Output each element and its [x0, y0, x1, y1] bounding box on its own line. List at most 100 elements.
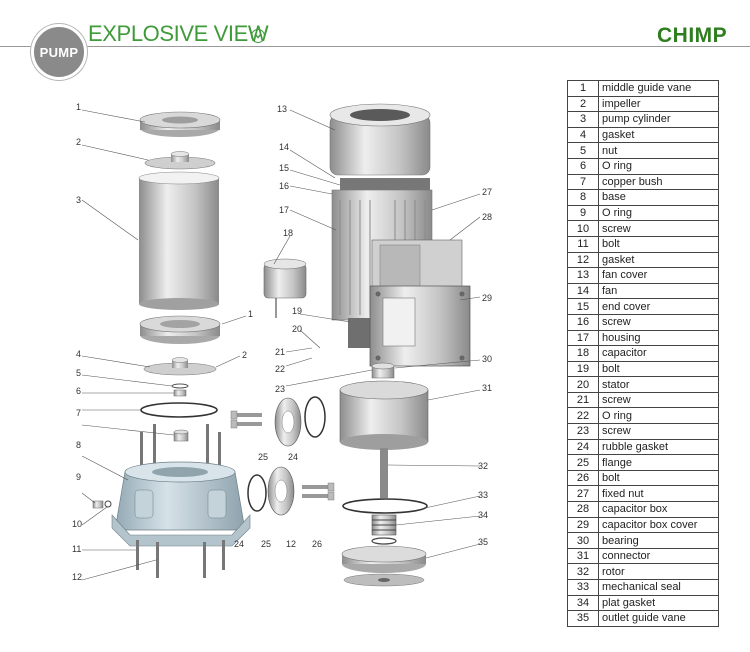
callout-4: 4 — [76, 349, 81, 359]
callout-16: 16 — [279, 181, 289, 191]
callout-20: 20 — [292, 324, 302, 334]
part-name: middle guide vane — [598, 80, 719, 97]
callout-30: 30 — [482, 354, 492, 364]
part-name: mechanical seal — [598, 579, 719, 596]
part-number: 7 — [567, 173, 599, 191]
part-number: 34 — [567, 594, 599, 612]
callout-12-right: 12 — [286, 539, 296, 549]
part-name: bolt — [598, 235, 719, 253]
part-number: 14 — [567, 282, 599, 300]
callout-21: 21 — [275, 347, 285, 357]
part-name: screw — [598, 423, 719, 440]
part-number: 21 — [567, 391, 599, 409]
part-name: O ring — [598, 204, 719, 222]
callout-11: 11 — [72, 544, 81, 554]
callout-34: 34 — [478, 510, 488, 520]
part-number: 28 — [567, 501, 599, 518]
part-name: rotor — [598, 563, 719, 580]
page-title: EXPLOSIVE VIEW — [88, 21, 269, 46]
callout-25-lower: 25 — [261, 539, 271, 549]
part-name: bolt — [598, 469, 719, 487]
leader-lines — [81, 109, 481, 581]
part-number: 11 — [567, 235, 599, 253]
callout-9: 9 — [76, 472, 81, 482]
part-number: 35 — [567, 610, 599, 627]
copper-bush — [173, 429, 189, 442]
top-guide-vane — [139, 111, 221, 137]
part-name: O ring — [598, 157, 719, 175]
part-number: 24 — [567, 438, 599, 456]
fan-cover — [329, 103, 431, 176]
callout-3: 3 — [76, 195, 81, 205]
part-number: 1 — [567, 80, 599, 97]
part-number: 29 — [567, 516, 599, 534]
part-name: bolt — [598, 360, 719, 378]
part-number: 13 — [567, 267, 599, 284]
part-number: 23 — [567, 423, 599, 440]
part-name: screw — [598, 220, 719, 237]
part-number: 17 — [567, 329, 599, 347]
part-name: base — [598, 189, 719, 206]
part-number: 32 — [567, 563, 599, 580]
part-name: O ring — [598, 407, 719, 425]
part-number: 3 — [567, 111, 599, 128]
part-number: 8 — [567, 189, 599, 206]
part-number: 16 — [567, 313, 599, 331]
part-name: copper bush — [598, 173, 719, 191]
callout-29: 29 — [482, 293, 492, 303]
pump-base — [111, 424, 251, 578]
pump-cylinder — [138, 171, 220, 310]
part-number: 27 — [567, 485, 599, 503]
top-impeller — [144, 151, 216, 170]
part-number: 20 — [567, 376, 599, 393]
part-number: 10 — [567, 220, 599, 237]
part-number: 22 — [567, 407, 599, 425]
part-name: capacitor box — [598, 501, 719, 518]
o-ring-base — [140, 402, 218, 418]
lower-flange-set — [247, 466, 335, 516]
pump-badge: PUMP — [31, 24, 87, 80]
callout-2-lower: 2 — [242, 350, 247, 360]
part-name: screw — [598, 391, 719, 409]
callout-15: 15 — [279, 163, 289, 173]
callout-14: 14 — [279, 142, 289, 152]
part-name: impeller — [598, 95, 719, 113]
part-name: bearing — [598, 532, 719, 549]
callout-7: 7 — [76, 408, 81, 418]
part-number: 33 — [567, 579, 599, 596]
callout-22: 22 — [275, 364, 285, 374]
part-number: 19 — [567, 360, 599, 378]
part-number: 31 — [567, 547, 599, 565]
part-name: outlet guide vane — [598, 610, 719, 627]
callout-labels: 1 2 3 1 2 4 5 6 7 8 9 10 11 12 13 14 15 … — [72, 102, 492, 582]
chevron-down-circle-icon — [251, 29, 265, 43]
part-name: gasket — [598, 251, 719, 269]
pump-badge-label: PUMP — [39, 44, 79, 60]
part-name: plat gasket — [598, 594, 719, 612]
lower-impeller — [143, 357, 217, 376]
callout-24-lower: 24 — [234, 539, 244, 549]
rotor-shaft — [380, 448, 388, 498]
callout-1-middle: 1 — [248, 309, 253, 319]
part-number: 26 — [567, 469, 599, 487]
